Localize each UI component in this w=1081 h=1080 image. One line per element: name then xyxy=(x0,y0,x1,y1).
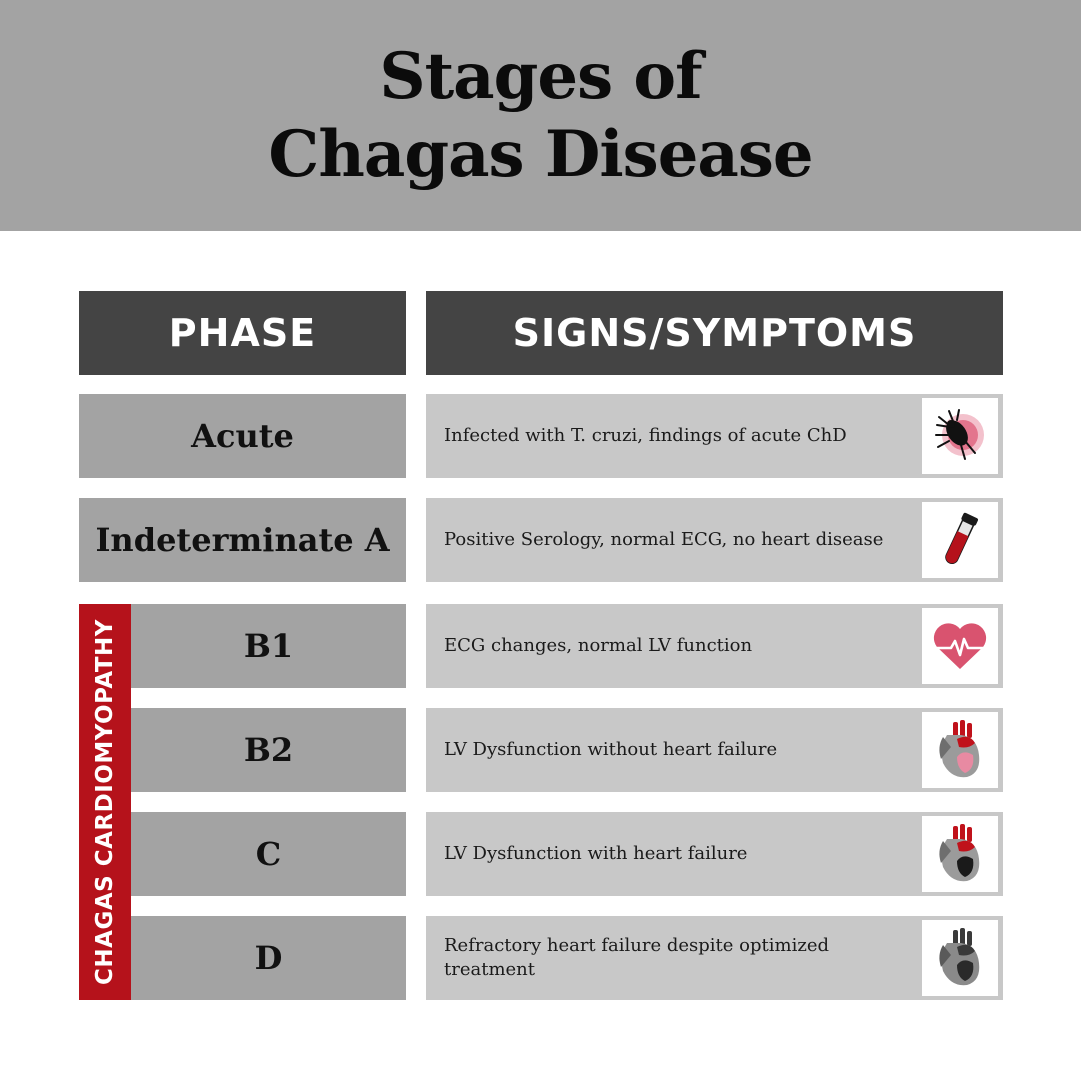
phase-acute: Acute xyxy=(79,394,406,478)
phase-b1: B1 xyxy=(131,604,406,688)
heart-anatomy-icon xyxy=(922,920,998,996)
blood-test-tube-icon xyxy=(922,502,998,578)
signs-text: Positive Serology, normal ECG, no heart … xyxy=(444,529,884,550)
signs-row-indeterminate-a: Positive Serology, normal ECG, no heart … xyxy=(426,498,1003,582)
signs-text: LV Dysfunction without heart failure xyxy=(444,739,778,760)
signs-column-header: SIGNS/SYMPTOMS xyxy=(426,291,1003,375)
phase-b2: B2 xyxy=(131,708,406,792)
phase-c: C xyxy=(131,812,406,896)
signs-row-b1: ECG changes, normal LV function xyxy=(426,604,1003,688)
phase-indeterminate-a: Indeterminate A xyxy=(79,498,406,582)
kissing-bug-icon xyxy=(922,398,998,474)
signs-row-b2: LV Dysfunction without heart failure xyxy=(426,708,1003,792)
heart-anatomy-icon xyxy=(922,712,998,788)
signs-row-c: LV Dysfunction with heart failure xyxy=(426,812,1003,896)
page-title-line-1: Stages of xyxy=(379,38,702,114)
signs-row-d: Refractory heart failure despite optimiz… xyxy=(426,916,1003,1000)
heartbeat-icon xyxy=(922,608,998,684)
page-title-line-2: Chagas Disease xyxy=(268,116,813,192)
phase-column-header: PHASE xyxy=(79,291,406,375)
chagas-cardiomyopathy-group-label: CHAGAS CARDIOMYOPATHY xyxy=(79,604,131,1000)
signs-text: Infected with T. cruzi, findings of acut… xyxy=(444,425,847,446)
signs-text: LV Dysfunction with heart failure xyxy=(444,843,748,864)
group-label-text: CHAGAS CARDIOMYOPATHY xyxy=(92,619,118,985)
title-banner: Stages of Chagas Disease xyxy=(0,0,1081,231)
heart-anatomy-icon xyxy=(922,816,998,892)
signs-row-acute: Infected with T. cruzi, findings of acut… xyxy=(426,394,1003,478)
signs-text: Refractory heart failure despite optimiz… xyxy=(444,935,829,980)
phase-d: D xyxy=(131,916,406,1000)
signs-text: ECG changes, normal LV function xyxy=(444,635,753,656)
